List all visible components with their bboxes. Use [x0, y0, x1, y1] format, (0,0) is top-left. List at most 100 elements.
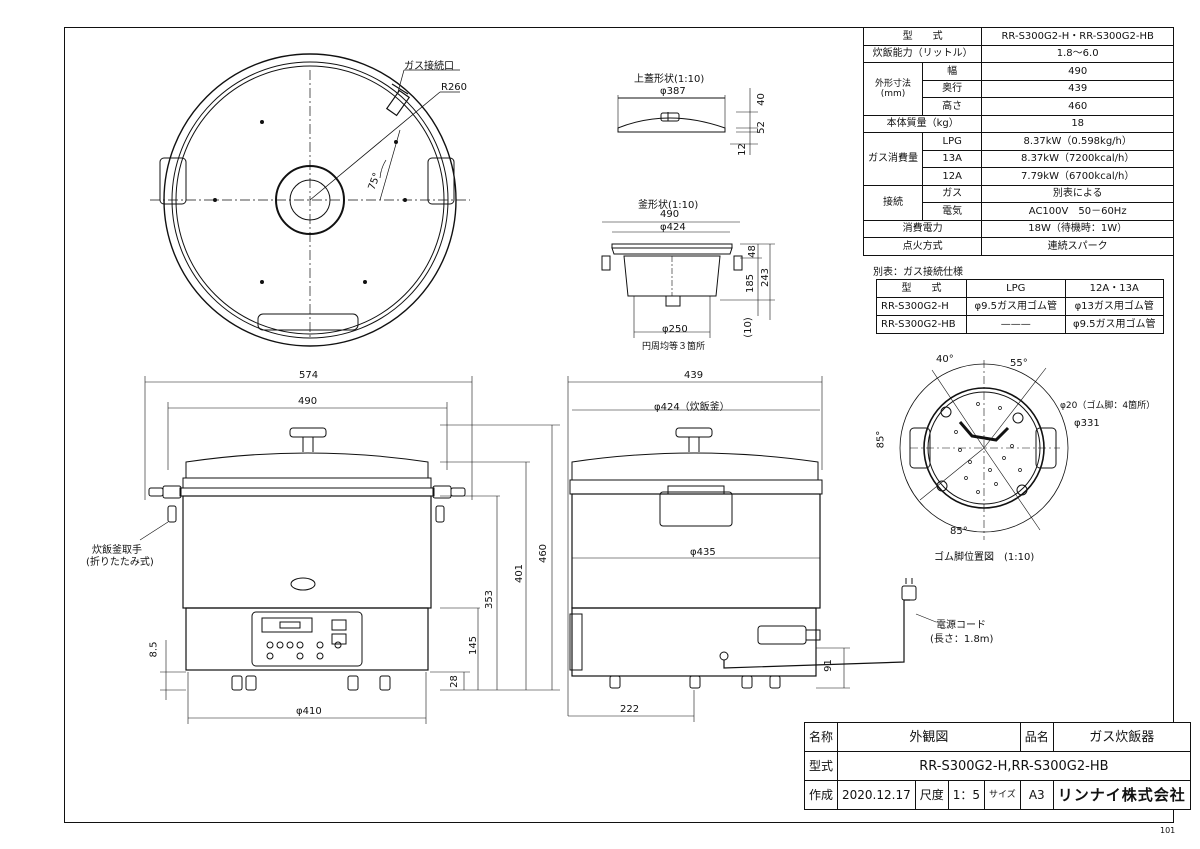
title-maker: リンナイ株式会社 [1052, 780, 1191, 810]
gas-row-lpg: ——— [966, 315, 1066, 334]
foot-angle-40: 40° [936, 354, 954, 365]
gas-header-lpg: LPG [966, 279, 1066, 298]
spec-elec-conn-value: AC100V 50－60Hz [981, 202, 1174, 221]
foot-view [899, 360, 1069, 540]
spec-gas-conn-label: ガス [921, 184, 983, 203]
pot-dim-10: (10) [742, 317, 754, 338]
spec-depth-label: 奥行 [921, 79, 983, 98]
spec-capacity-label: 炊飯能力（リットル） [862, 44, 983, 63]
radius-label: R260 [441, 82, 468, 93]
pot-bottom-note: 円周均等３箇所 [642, 342, 706, 352]
spec-ignition-value: 連続スパーク [981, 237, 1174, 256]
spec-mass-value: 18 [981, 114, 1174, 133]
front-h460: 460 [538, 543, 550, 564]
foot-title: ゴム脚位置図 (1:10) [934, 552, 1035, 563]
spec-gas-value-1: 8.37kW（7200kcal/h） [981, 149, 1174, 168]
title-product-label: 品名 [1019, 722, 1054, 752]
table-row: RR-S300G2-H φ9.5ガス用ゴム管 φ13ガス用ゴム管 [875, 297, 1164, 316]
sheet-number: 101 [1160, 826, 1176, 835]
gas-table-title: 別表：ガス接続仕様 [873, 267, 963, 278]
spec-power-value: 18W（待機時：1W） [981, 219, 1174, 238]
gas-row-city: φ13ガス用ゴム管 [1064, 297, 1164, 316]
gas-inlet-label: ガス接続口 [404, 61, 454, 72]
pot-title: 釜形状(1:10) [638, 200, 699, 211]
title-created-label: 作成 [803, 780, 839, 810]
pot-width-label: 490 [660, 209, 680, 220]
gas-row-lpg: φ9.5ガス用ゴム管 [966, 297, 1066, 316]
gas-row-model: RR-S300G2-H [875, 297, 968, 316]
lid-dia-label: φ387 [660, 86, 686, 97]
spec-width-label: 幅 [921, 62, 983, 81]
foot-angle-85b: 85° [950, 526, 968, 537]
pot-dia-label: φ424 [660, 222, 686, 233]
foot-angle-55: 55° [1010, 358, 1028, 369]
side-dim-91: 91 [822, 659, 834, 672]
pot-dim-48: 48 [746, 245, 758, 258]
title-model-value: RR-S300G2-H,RR-S300G2-HB [837, 751, 1191, 781]
front-h145: 145 [468, 635, 480, 656]
title-product-value: ガス炊飯器 [1052, 722, 1191, 752]
table-row: RR-S300G2-HB ——— φ9.5ガス用ゴム管 [875, 315, 1164, 334]
front-w490: 490 [298, 396, 318, 407]
gas-header-model: 型 式 [875, 279, 968, 298]
front-h401: 401 [514, 563, 526, 584]
foot-dia: φ331 [1074, 418, 1100, 429]
title-size-label: サイズ [984, 780, 1021, 810]
title-scale-label: 尺度 [914, 780, 949, 810]
drawing-frame [64, 27, 1174, 823]
title-created-value: 2020.12.17 [837, 780, 916, 810]
front-h353: 353 [484, 589, 496, 610]
title-block: 名称 外観図 品名 ガス炊飯器 型式 RR-S300G2-H,RR-S300G2… [803, 722, 1191, 810]
pot-bottom-dia: φ250 [662, 324, 688, 335]
pot-dim-243: 243 [760, 267, 772, 288]
side-depth: 439 [684, 370, 704, 381]
front-h8-5: 8.5 [148, 641, 160, 658]
spec-gas-value-2: 7.79kW（6700kcal/h） [981, 167, 1174, 186]
lid-dim-52: 52 [755, 121, 767, 134]
spec-gas-value-0: 8.37kW（0.598kg/h） [981, 132, 1174, 151]
top-view [150, 53, 470, 347]
spec-height-label: 高さ [921, 97, 983, 116]
side-view [567, 376, 937, 722]
title-name-label: 名称 [803, 722, 839, 752]
spec-dims-label: 外形寸法(mm) [863, 62, 923, 116]
spec-power-label: 消費電力 [862, 219, 983, 238]
gas-header-city: 12A・13A [1064, 279, 1164, 298]
gas-table: 型 式 LPG 12A・13A RR-S300G2-H φ9.5ガス用ゴム管 φ… [875, 279, 1164, 334]
side-pot-dia: φ424（炊飯釜） [654, 402, 730, 413]
lid-dim-40: 40 [755, 93, 767, 106]
handle-label-1: 炊飯釜取手 [92, 545, 142, 556]
spec-gas-type-1: 13A [921, 149, 983, 168]
pot-dim-185: 185 [745, 273, 757, 294]
spec-table: 型 式 RR-S300G2-H・RR-S300G2-HB 炊飯能力（リットル） … [862, 27, 1174, 256]
spec-model-value: RR-S300G2-H・RR-S300G2-HB [981, 27, 1174, 46]
cord-label-2: (長さ：1.8m) [930, 634, 994, 645]
title-name-value: 外観図 [837, 722, 1021, 752]
spec-gas-label: ガス消費量 [863, 132, 923, 186]
gas-row-model: RR-S300G2-HB [875, 315, 968, 334]
spec-gas-conn-value: 別表による [981, 184, 1174, 203]
side-body-dia: φ435 [690, 547, 716, 558]
front-w574: 574 [299, 370, 319, 381]
spec-model-label: 型 式 [862, 27, 983, 46]
pot-view [601, 221, 775, 338]
spec-mass-label: 本体質量（kg） [862, 114, 983, 133]
spec-height-value: 460 [981, 97, 1174, 116]
cord-label-1: 電源コード [936, 620, 986, 631]
lid-view [617, 88, 758, 155]
spec-elec-conn-label: 電気 [921, 202, 983, 221]
title-model-label: 型式 [803, 751, 839, 781]
handle-label-2: (折りたたみ式) [86, 557, 154, 568]
spec-width-value: 490 [981, 62, 1174, 81]
foot-angle-85a: 85° [875, 430, 887, 449]
front-view [139, 376, 560, 724]
spec-gas-type-2: 12A [921, 167, 983, 186]
lid-dim-12: 12 [736, 143, 748, 156]
gas-row-city: φ9.5ガス用ゴム管 [1064, 315, 1164, 334]
spec-capacity-value: 1.8～6.0 [981, 44, 1174, 63]
title-scale-value: 1：5 [947, 780, 986, 810]
spec-ignition-label: 点火方式 [862, 237, 983, 256]
spec-depth-value: 439 [981, 79, 1174, 98]
spec-connection-label: 接続 [863, 184, 923, 221]
